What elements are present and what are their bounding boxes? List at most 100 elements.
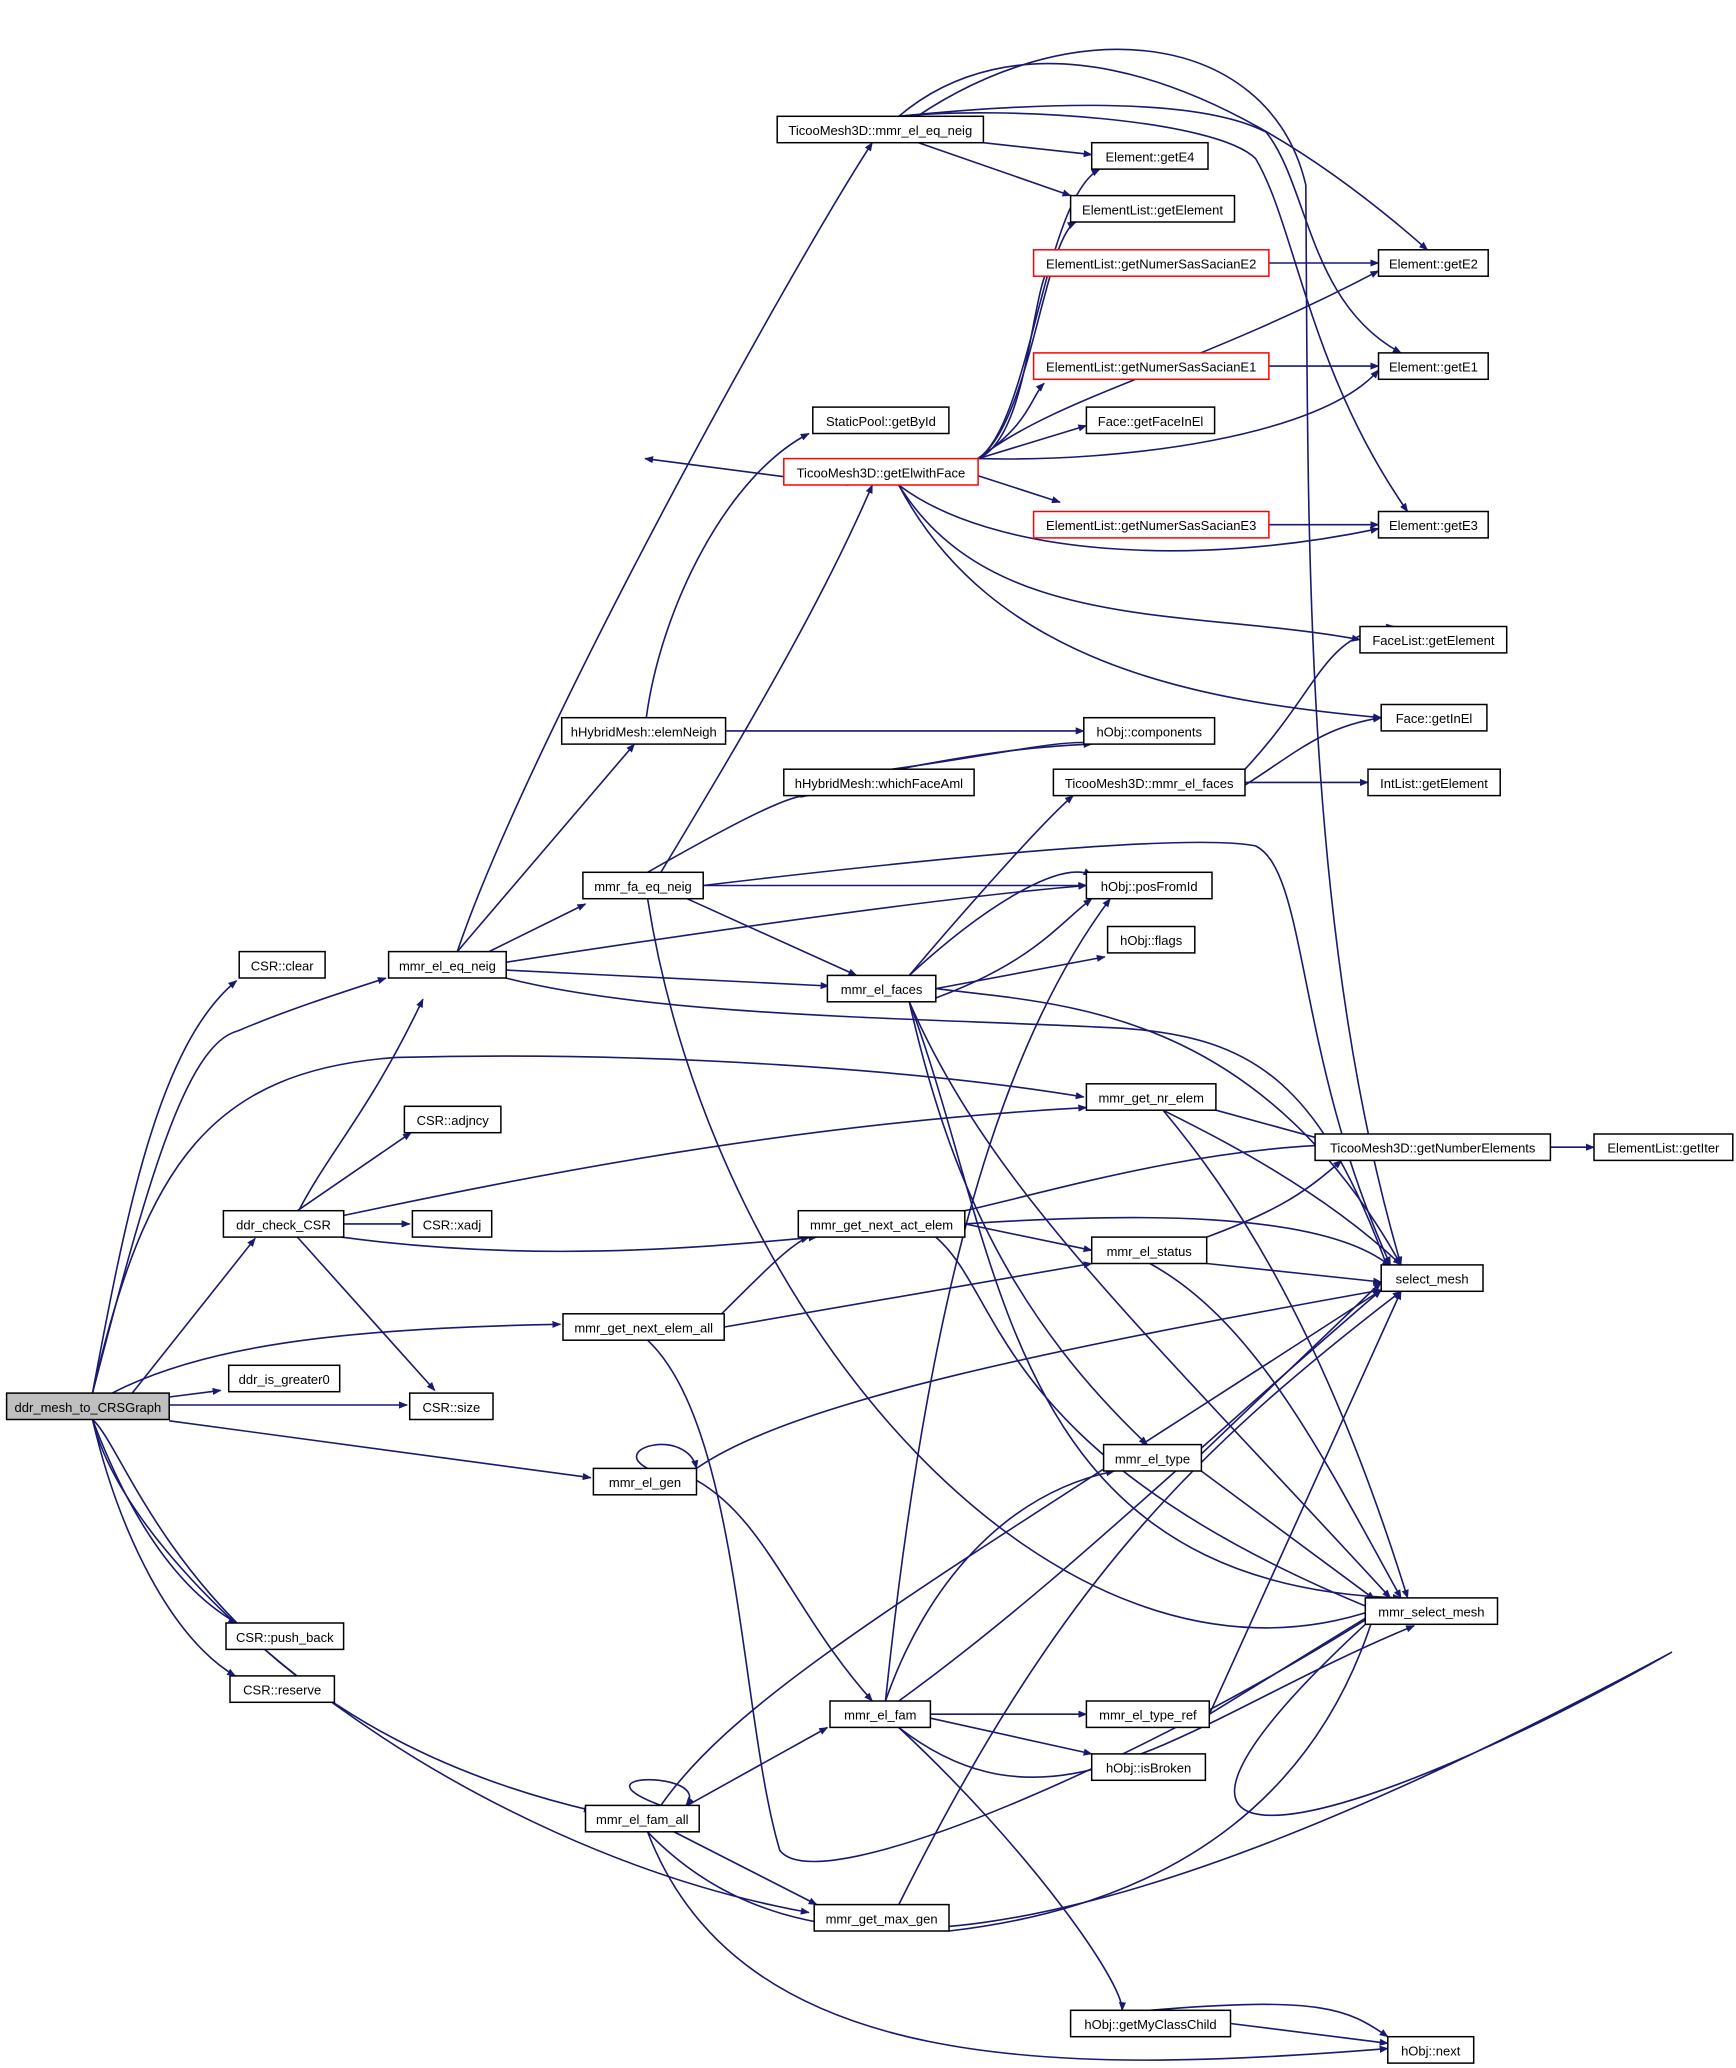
node-box xyxy=(222,1209,345,1238)
node-mmr-el-gen[interactable]: mmr_el_gen xyxy=(592,1467,698,1496)
node-mmr-el-status[interactable]: mmr_el_status xyxy=(1090,1236,1208,1265)
node-ddr-mesh-to-crsgraph[interactable]: ddr_mesh_to_CRSGraph xyxy=(5,1392,170,1421)
node-elementlist-getelement[interactable]: ElementList::getElement xyxy=(1069,194,1236,223)
call-edge xyxy=(1208,1611,1376,1715)
call-edge xyxy=(908,1001,1402,1602)
call-edge xyxy=(340,1234,818,1253)
node-box xyxy=(1359,625,1508,654)
call-edge xyxy=(724,1261,1093,1328)
node-ticoomesh3d-getnumberelements[interactable]: TicooMesh3D::getNumberElements xyxy=(1314,1133,1552,1162)
node-label: StaticPool::getById xyxy=(826,414,936,429)
call-edge xyxy=(948,1611,1376,1932)
node-label: mmr_el_gen xyxy=(609,1475,681,1490)
node-hobj-posfromid[interactable]: hObj::posFromId xyxy=(1085,871,1213,900)
node-mmr-get-nr-elem[interactable]: mmr_get_nr_elem xyxy=(1085,1083,1217,1111)
call-edge xyxy=(898,740,1093,770)
node-label: ElementList::getNumerSasSacianE1 xyxy=(1046,360,1256,375)
node-label: hObj::components xyxy=(1096,724,1202,739)
node-box xyxy=(1102,1443,1203,1472)
call-edge xyxy=(978,369,1380,460)
call-edge xyxy=(898,62,1429,251)
node-box xyxy=(1032,510,1270,539)
node-label: CSR::reserve xyxy=(243,1683,321,1698)
node-ticoomesh3d-mmr-el-eq-neig[interactable]: TicooMesh3D::mmr_el_eq_neig xyxy=(776,115,985,144)
node-mmr-el-fam-all[interactable]: mmr_el_fam_all xyxy=(584,1804,700,1833)
call-edge xyxy=(1208,1290,1402,1715)
node-box xyxy=(1083,716,1216,745)
call-edge xyxy=(908,795,1074,976)
call-edge xyxy=(881,48,1403,1266)
node-csr-push-back[interactable]: CSR::push_back xyxy=(225,1622,345,1651)
node-ticoomesh3d-getelwithface[interactable]: TicooMesh3D::getElwithFace xyxy=(783,457,979,486)
node-select-mesh[interactable]: select_mesh xyxy=(1380,1264,1484,1293)
node-staticpool-getbyid[interactable]: StaticPool::getById xyxy=(812,406,950,435)
node-box xyxy=(560,716,727,745)
node-mmr-el-eq-neig[interactable]: mmr_el_eq_neig xyxy=(387,950,507,979)
node-csr-size[interactable]: CSR::size xyxy=(408,1392,494,1421)
node-label: TicooMesh3D::getElwithFace xyxy=(797,465,966,480)
call-edge xyxy=(506,977,1392,1277)
node-mmr-get-max-gen[interactable]: mmr_get_max_gen xyxy=(813,1903,950,1932)
node-hhybridmesh-whichfaceaml[interactable]: hHybridMesh::whichFaceAml xyxy=(783,768,975,797)
node-mmr-el-fam[interactable]: mmr_el_fam xyxy=(829,1700,932,1729)
node-hobj-components[interactable]: hObj::components xyxy=(1083,716,1216,745)
call-edge xyxy=(456,743,636,953)
node-element-gete3[interactable]: Element::getE3 xyxy=(1377,510,1489,539)
node-hobj-flags[interactable]: hObj::flags xyxy=(1106,925,1196,954)
node-ddr-check-csr[interactable]: ddr_check_CSR xyxy=(222,1209,345,1238)
call-edge xyxy=(91,1419,237,1677)
node-mmr-el-faces[interactable]: mmr_el_faces xyxy=(826,974,937,1003)
node-intlist-getelement[interactable]: IntList::getElement xyxy=(1367,768,1501,797)
node-label: mmr_select_mesh xyxy=(1378,1605,1484,1620)
node-mmr-get-next-elem-all[interactable]: mmr_get_next_elem_all xyxy=(562,1313,725,1341)
node-elementlist-getiter[interactable]: ElementList::getIter xyxy=(1593,1133,1734,1162)
node-label: mmr_get_max_gen xyxy=(826,1911,938,1926)
node-csr-reserve[interactable]: CSR::reserve xyxy=(229,1675,336,1704)
call-edge xyxy=(977,475,1061,504)
node-label: hHybridMesh::elemNeigh xyxy=(571,724,717,739)
node-mmr-get-next-act-elem[interactable]: mmr_get_next_act_elem xyxy=(797,1209,966,1238)
node-hobj-getmyclasschild[interactable]: hObj::getMyClassChild xyxy=(1069,2009,1232,2038)
node-elementlist-getnumersassaciane2[interactable]: ElementList::getNumerSasSacianE2 xyxy=(1032,249,1270,277)
node-csr-adjncy[interactable]: CSR::adjncy xyxy=(403,1105,502,1134)
node-box xyxy=(829,1700,932,1729)
node-elementlist-getnumersassaciane1[interactable]: ElementList::getNumerSasSacianE1 xyxy=(1032,352,1270,381)
node-ddr-is-greater0[interactable]: ddr_is_greater0 xyxy=(227,1364,341,1393)
call-edge xyxy=(131,1237,256,1394)
node-hobj-isbroken[interactable]: hObj::isBroken xyxy=(1090,1753,1207,1782)
node-ticoomesh3d-mmr-el-faces[interactable]: TicooMesh3D::mmr_el_faces xyxy=(1052,768,1246,797)
node-label: CSR::size xyxy=(423,1400,481,1415)
call-edge xyxy=(964,1141,1336,1212)
node-element-gete4[interactable]: Element::getE4 xyxy=(1090,141,1209,170)
node-mmr-el-type[interactable]: mmr_el_type xyxy=(1102,1443,1203,1472)
node-hobj-next[interactable]: hObj::next xyxy=(1387,2035,1475,2064)
node-box xyxy=(1085,1083,1217,1111)
call-edge xyxy=(488,903,587,953)
node-box xyxy=(783,768,975,797)
call-edge xyxy=(91,1418,593,1813)
node-mmr-el-type-ref[interactable]: mmr_el_type_ref xyxy=(1085,1700,1211,1729)
call-edge xyxy=(169,1387,222,1398)
call-edge xyxy=(977,221,1077,460)
node-box xyxy=(229,1675,336,1704)
node-face-getinel[interactable]: Face::getInEl xyxy=(1380,703,1488,732)
node-mmr-select-mesh[interactable]: mmr_select_mesh xyxy=(1364,1597,1499,1626)
node-element-gete2[interactable]: Element::getE2 xyxy=(1377,249,1489,277)
call-edge xyxy=(696,1287,1383,1470)
node-face-getfaceinel[interactable]: Face::getFaceInEl xyxy=(1085,406,1216,435)
node-csr-xadj[interactable]: CSR::xadj xyxy=(411,1209,493,1238)
call-edge xyxy=(1206,1262,1383,1285)
node-elementlist-getnumersassaciane3[interactable]: ElementList::getNumerSasSacianE3 xyxy=(1032,510,1270,539)
call-edge xyxy=(340,1104,1088,1217)
node-box xyxy=(584,1804,700,1833)
node-box xyxy=(1377,510,1489,539)
node-csr-clear[interactable]: CSR::clear xyxy=(238,950,326,979)
node-hhybridmesh-elemneigh[interactable]: hHybridMesh::elemNeigh xyxy=(560,716,727,745)
node-label: mmr_el_status xyxy=(1107,1244,1193,1259)
call-edges xyxy=(91,48,1673,2061)
node-mmr-fa-eq-neig[interactable]: mmr_fa_eq_neig xyxy=(582,871,704,900)
node-label: CSR::clear xyxy=(251,958,315,973)
node-facelist-getelement[interactable]: FaceList::getElement xyxy=(1359,625,1508,654)
node-element-gete1[interactable]: Element::getE1 xyxy=(1377,352,1489,381)
